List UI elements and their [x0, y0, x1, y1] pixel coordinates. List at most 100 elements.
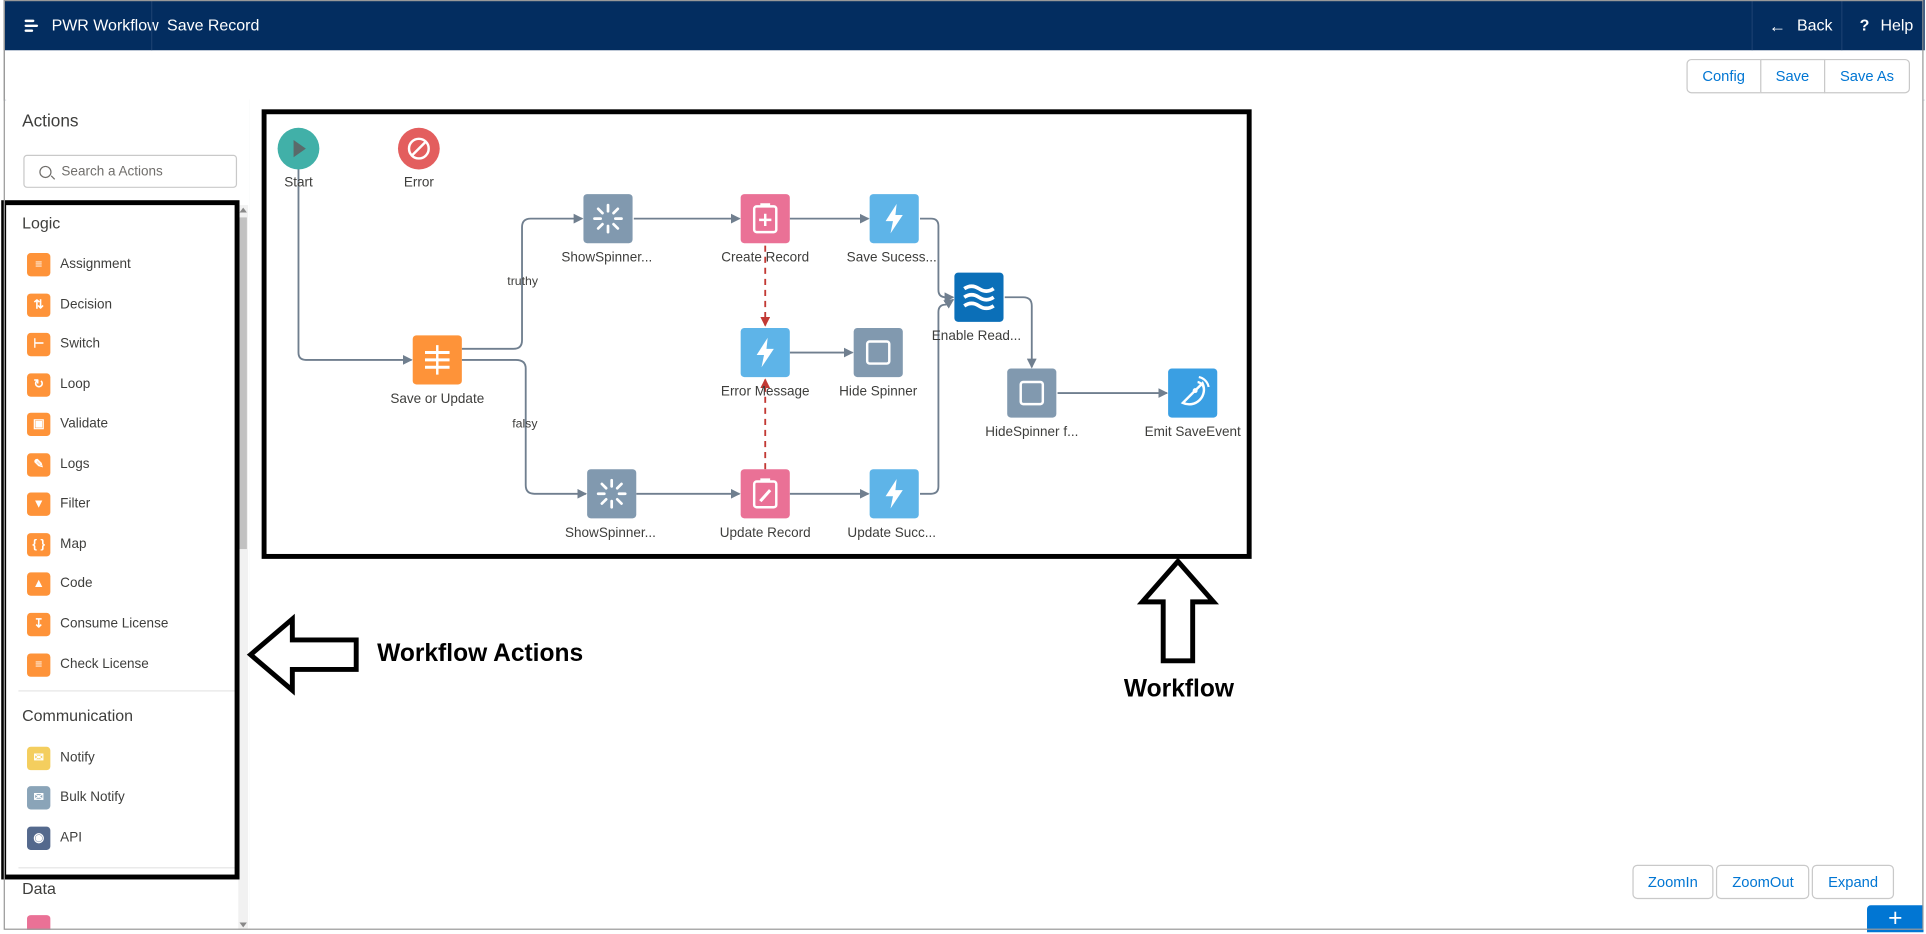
update-record-node[interactable] — [740, 469, 790, 519]
arrow-up-annotation — [1136, 557, 1219, 664]
menu-icon — [22, 17, 42, 34]
broadcast-icon — [1180, 376, 1210, 406]
action-loop[interactable]: ↻ Loop — [27, 372, 90, 397]
hide-spinner-f-label: HideSpinner f... — [985, 424, 1079, 440]
edge-truthy — [461, 213, 584, 350]
save-success-node[interactable] — [869, 194, 919, 244]
show-spinner-top-node[interactable] — [583, 194, 633, 244]
save-as-button[interactable]: Save As — [1823, 58, 1911, 94]
search-icon — [39, 165, 52, 178]
action-assignment[interactable]: ≡ Assignment — [27, 252, 131, 277]
emit-save-event-label: Emit SaveEvent — [1144, 424, 1241, 440]
bolt-icon — [885, 203, 903, 234]
hide-spinner-f-node[interactable] — [1007, 368, 1057, 418]
workflow-annotation: Workflow — [1123, 675, 1234, 703]
workflow-canvas[interactable] — [249, 99, 1924, 930]
edge-updatesuccess-enable — [919, 298, 955, 495]
update-success-label: Update Succ... — [847, 525, 937, 541]
show-spinner-bottom-label: ShowSpinner... — [565, 525, 656, 541]
action-api[interactable]: ◉ API — [27, 825, 82, 850]
zoom-out-button[interactable]: ZoomOut — [1716, 864, 1810, 900]
start-node-label: Start — [284, 175, 313, 191]
scroll-up-icon[interactable] — [239, 207, 247, 213]
create-record-label: Create Record — [721, 250, 810, 266]
map-icon: { } — [27, 532, 51, 556]
spinner-icon — [596, 478, 627, 509]
stop-icon — [865, 340, 891, 365]
back-button[interactable]: ← Back — [1768, 15, 1833, 36]
loop-icon: ↻ — [27, 372, 51, 397]
edge-savesuccess-enable — [919, 217, 955, 303]
action-code[interactable]: ▲ Code — [27, 571, 92, 596]
action-validate[interactable]: ▣ Validate — [27, 411, 108, 436]
save-button[interactable]: Save — [1759, 58, 1826, 94]
emit-save-event-node[interactable] — [1168, 368, 1218, 418]
action-switch[interactable]: ⊢ Switch — [27, 332, 100, 357]
action-consume-license[interactable]: ↧ Consume License — [27, 612, 168, 637]
group-divider — [18, 690, 240, 692]
show-spinner-bottom-node[interactable] — [587, 469, 637, 519]
error-node[interactable] — [397, 127, 440, 170]
edge-enable-hidespinner — [1004, 296, 1037, 369]
sidebar-title: Actions — [22, 110, 79, 131]
edge-label-truthy: truthy — [507, 275, 539, 289]
edge-falsy — [461, 358, 588, 499]
toolbar-button-group: Config Save Save As — [1686, 58, 1911, 94]
switch-icon: ⊢ — [27, 332, 51, 356]
license-icon: ≡ — [27, 652, 51, 677]
action-decision[interactable]: ⇅ Decision — [27, 292, 112, 317]
enable-read-node[interactable] — [954, 272, 1004, 322]
spinner-icon — [593, 203, 623, 234]
action-logs[interactable]: ✎ Logs — [27, 452, 89, 477]
start-node[interactable] — [277, 127, 320, 170]
header-divider — [1841, 0, 1843, 51]
action-map[interactable]: { } Map — [27, 532, 86, 557]
email-icon: ✉ — [27, 746, 51, 770]
workflow-highlight-box — [261, 109, 1252, 559]
sidebar-scrollbar[interactable] — [238, 205, 249, 930]
action-bulk-notify[interactable]: ✉ Bulk Notify — [27, 785, 125, 810]
page-title: Save Record — [167, 15, 260, 35]
play-icon — [293, 140, 306, 158]
bolt-icon — [756, 337, 774, 368]
action-filter[interactable]: ▼ Filter — [27, 491, 90, 516]
logs-icon: ✎ — [27, 452, 51, 476]
hide-spinner-node[interactable] — [853, 327, 903, 378]
zoom-controls: ZoomIn ZoomOut Expand — [1629, 864, 1895, 900]
validate-icon: ▣ — [27, 412, 51, 436]
group-divider — [18, 867, 240, 869]
record-icon — [27, 914, 51, 930]
edge-start-decision — [297, 168, 413, 365]
create-record-node[interactable] — [740, 194, 790, 244]
app-name: PWR Workflow — [51, 15, 159, 35]
decision-icon: ⇅ — [27, 292, 51, 317]
action-data-partial[interactable] — [27, 914, 60, 930]
record-edit-icon — [752, 478, 778, 509]
group-label-logic: Logic — [22, 213, 61, 233]
config-button[interactable]: Config — [1686, 58, 1761, 94]
show-spinner-top-label: ShowSpinner... — [561, 250, 653, 266]
save-or-update-label: Save or Update — [390, 391, 485, 407]
toolbar: Config Save Save As — [3, 50, 1925, 101]
bolt-icon — [885, 479, 903, 509]
add-button[interactable]: + — [1867, 905, 1924, 933]
error-message-node[interactable] — [740, 327, 790, 378]
zoom-in-button[interactable]: ZoomIn — [1631, 864, 1714, 900]
app-launcher[interactable]: PWR Workflow — [22, 0, 159, 50]
scrollbar-thumb[interactable] — [239, 217, 247, 550]
update-success-node[interactable] — [869, 469, 919, 519]
save-or-update-node[interactable] — [412, 335, 462, 385]
action-check-license[interactable]: ≡ Check License — [27, 652, 149, 677]
enable-read-label: Enable Read... — [931, 329, 1022, 344]
error-node-label: Error — [403, 175, 434, 191]
help-button[interactable]: ? Help — [1859, 15, 1914, 35]
code-icon: ▲ — [27, 571, 51, 596]
bulk-email-icon: ✉ — [27, 785, 51, 809]
group-label-communication: Communication — [22, 706, 134, 725]
edge-label-falsy: falsy — [512, 417, 538, 432]
expand-button[interactable]: Expand — [1812, 864, 1895, 900]
scroll-down-icon[interactable] — [239, 922, 247, 928]
action-notify[interactable]: ✉ Notify — [27, 746, 95, 771]
search-input[interactable]: Search a Actions — [23, 154, 238, 188]
